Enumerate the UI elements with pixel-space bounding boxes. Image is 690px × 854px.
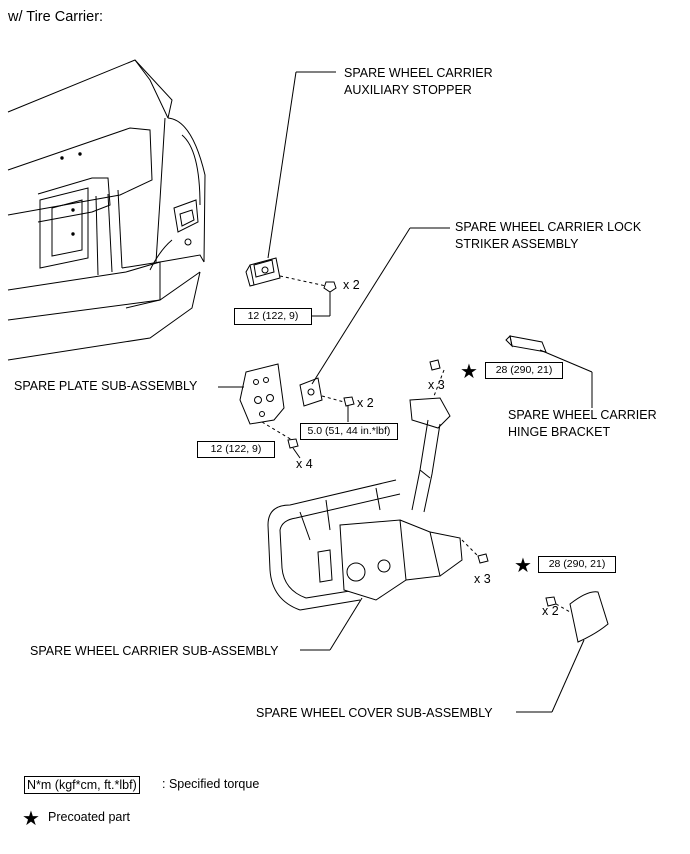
star-icon: ★ [514, 553, 532, 577]
torque-box-stopper: 12 (122, 9) [234, 308, 312, 325]
vehicle-rear-body [7, 59, 206, 361]
legend-torque-box: N*m (kgf*cm, ft.*lbf) [24, 776, 140, 794]
callout-hinge-bracket-line2: HINGE BRACKET [508, 425, 611, 439]
spare-plate-part [218, 363, 301, 459]
qty-plate-bolts: x 4 [296, 457, 313, 471]
torque-box-striker: 5.0 (51, 44 in.*lbf) [300, 423, 398, 440]
torque-box-plate: 12 (122, 9) [197, 441, 275, 458]
qty-striker-bolts: x 2 [357, 396, 374, 410]
callout-cover-sub-assembly: SPARE WHEEL COVER SUB-ASSEMBLY [256, 706, 493, 720]
callout-auxiliary-stopper-line2: AUXILIARY STOPPER [344, 83, 472, 97]
qty-stopper-bolts: x 2 [343, 278, 360, 292]
legend-precoat-description: Precoated part [48, 810, 130, 824]
legend-torque-description: : Specified torque [162, 777, 260, 791]
hinge-bracket-part [505, 334, 593, 408]
qty-carrier-side-bolts: x 3 [474, 572, 491, 586]
callout-carrier-sub-assembly: SPARE WHEEL CARRIER SUB-ASSEMBLY [30, 644, 279, 658]
lock-striker-part [299, 227, 450, 422]
callout-lock-striker-line2: STRIKER ASSEMBLY [455, 237, 579, 251]
diagram-heading: w/ Tire Carrier: [8, 9, 104, 25]
qty-carrier-top-bolts: x 3 [428, 378, 445, 392]
star-icon: ★ [22, 806, 40, 830]
callout-spare-plate: SPARE PLATE SUB-ASSEMBLY [14, 379, 198, 393]
wheel-cover-part [516, 591, 609, 713]
callout-lock-striker-line1: SPARE WHEEL CARRIER LOCK [455, 220, 642, 234]
qty-cover-nuts: x 2 [542, 604, 559, 618]
star-icon: ★ [460, 359, 478, 383]
torque-box-carrier-side: 28 (290, 21) [538, 556, 616, 573]
callout-auxiliary-stopper-line1: SPARE WHEEL CARRIER [344, 66, 493, 80]
callout-hinge-bracket-line1: SPARE WHEEL CARRIER [508, 408, 657, 422]
auxiliary-stopper-part [245, 71, 337, 317]
carrier-frame-part [267, 359, 489, 651]
torque-box-carrier-top: 28 (290, 21) [485, 362, 563, 379]
